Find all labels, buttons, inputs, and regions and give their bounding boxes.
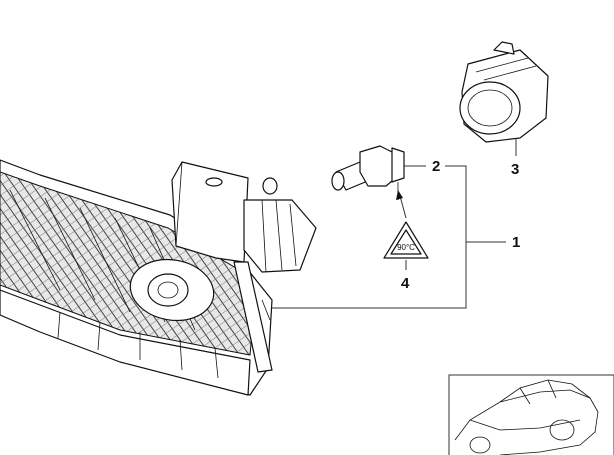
warning-symbol-text: 90°C	[397, 243, 415, 252]
leader-line-1	[272, 165, 467, 309]
leader-lines	[272, 138, 517, 309]
callout-2: 2	[432, 158, 440, 175]
callout-1: 1	[512, 234, 520, 251]
fog-light-grille-assembly	[0, 159, 317, 396]
bulb-part	[331, 145, 405, 200]
callout-3: 3	[511, 161, 519, 178]
vehicle-locator-thumbnail	[448, 374, 614, 455]
callout-4: 4	[401, 275, 410, 292]
warning-label-part: 90°C	[383, 190, 429, 259]
protective-cap-part	[459, 41, 549, 143]
